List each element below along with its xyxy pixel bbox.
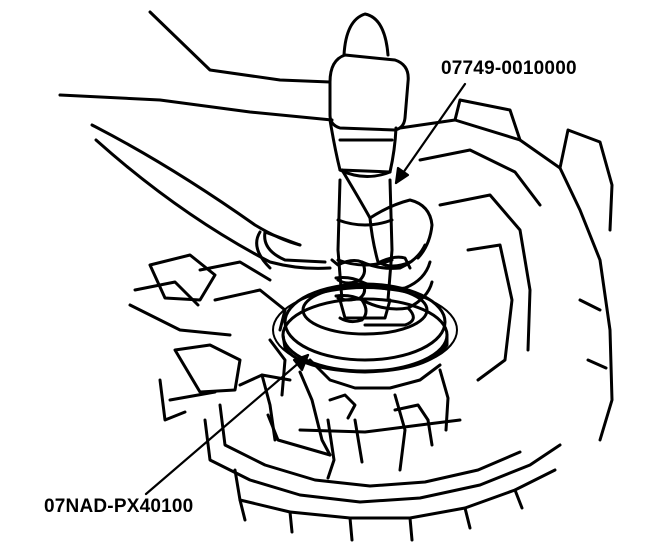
arrowhead-upper bbox=[394, 166, 410, 185]
hammer bbox=[58, 10, 410, 178]
callout-label-driver-handle: 07749-0010000 bbox=[441, 58, 577, 79]
driver-handle bbox=[336, 178, 394, 320]
leader-line-upper bbox=[394, 82, 467, 185]
bearing-hub bbox=[238, 358, 462, 480]
driver-attachment bbox=[272, 282, 458, 374]
hand bbox=[90, 123, 434, 327]
leader-lines bbox=[144, 82, 467, 496]
arrowhead-lower bbox=[292, 353, 310, 372]
leader-line-lower bbox=[144, 353, 310, 496]
callout-label-driver-attachment: 07NAD-PX40100 bbox=[44, 496, 194, 517]
transmission-case bbox=[128, 98, 614, 542]
